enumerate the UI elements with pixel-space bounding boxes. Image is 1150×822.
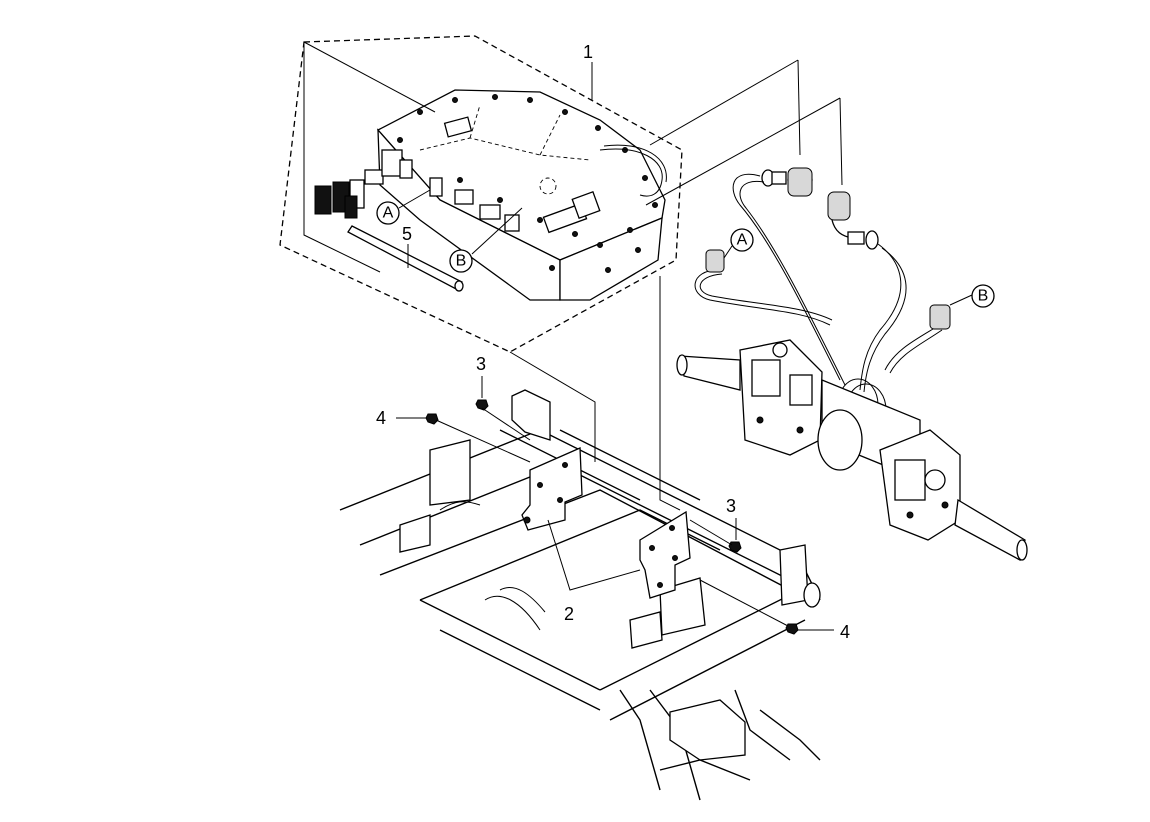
part-5-bar (347, 225, 464, 292)
callout-4-left: 4 (376, 408, 386, 428)
circle-a-left: A (383, 205, 394, 222)
callout-2: 2 (564, 604, 574, 624)
circle-a-left-group: A (376, 189, 431, 225)
circle-a-right-group: A (723, 228, 754, 259)
harness-connector-2 (827, 191, 879, 250)
connector-b-right (929, 304, 951, 330)
controller-assembly-outline (279, 35, 683, 353)
part-2-brackets (521, 447, 691, 599)
leader-lines (303, 41, 843, 511)
fastener-4-right (699, 579, 834, 635)
bracket-left (521, 447, 583, 531)
callout-3-right: 3 (726, 496, 736, 516)
plate-holes (397, 94, 658, 273)
callout-4-right: 4 (840, 622, 850, 642)
circle-b-right: B (978, 288, 989, 305)
bracket-right (639, 510, 691, 599)
callout-5-group: 5 (402, 224, 412, 268)
callout-1: 1 (583, 42, 593, 62)
fastener-3-right (689, 518, 742, 553)
circle-a-right: A (737, 232, 748, 249)
callout-5: 5 (402, 224, 412, 244)
controller-box (314, 89, 667, 301)
connector-a-right (705, 249, 725, 273)
circle-b-left-group: B (449, 207, 523, 273)
circle-b-right-group: B (949, 284, 995, 308)
harness-connector-1 (761, 167, 813, 197)
transaxle-assembly (676, 339, 1028, 561)
fastener-3-left (475, 376, 531, 441)
circle-b-left: B (456, 253, 467, 270)
wiring-harness (694, 167, 951, 437)
callout-3-left: 3 (476, 354, 486, 374)
fastener-4-left (396, 413, 531, 463)
relay-block (314, 149, 413, 219)
